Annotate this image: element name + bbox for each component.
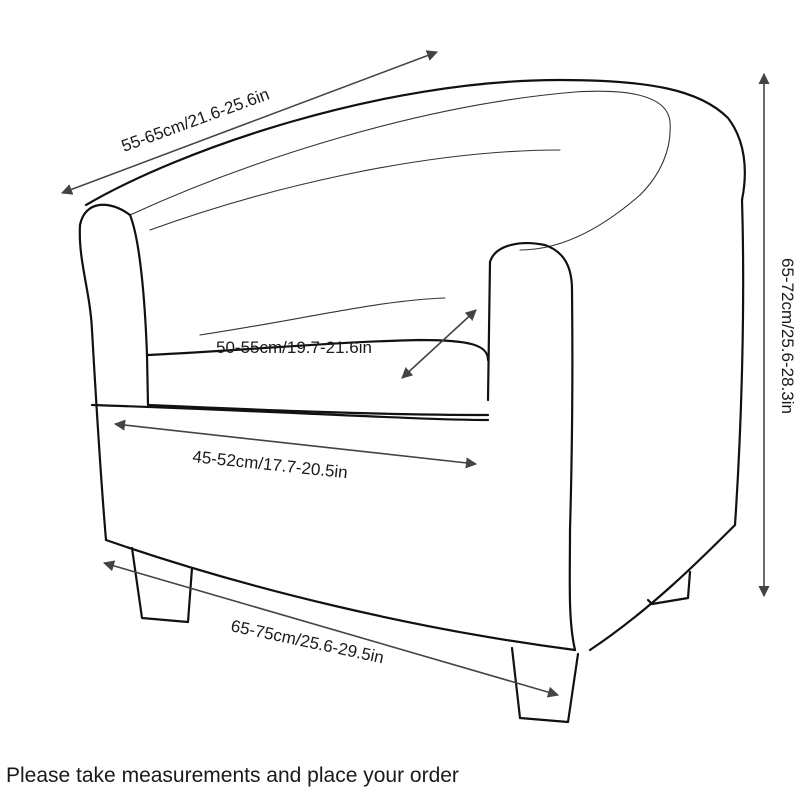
seat-cushion-back-line	[199, 297, 446, 336]
chair-left-arm	[78, 203, 132, 542]
arrow-back-width	[60, 50, 439, 195]
chair-left-arm-inner	[128, 213, 150, 407]
label-height: 65-72cm/25.6-28.3in	[778, 258, 797, 414]
chair-right-side	[588, 198, 745, 652]
chair-front-top	[90, 403, 490, 422]
seat-cushion-front	[146, 403, 490, 417]
armchair-drawing	[78, 78, 746, 724]
chair-front-bottom	[104, 538, 577, 652]
arrow-total-width	[102, 560, 560, 698]
arrow-seat-width	[113, 419, 478, 469]
chair-back-crease	[149, 149, 561, 231]
label-seat-width: 45-52cm/17.7-20.5in	[192, 447, 349, 482]
label-total-width: 65-75cm/25.6-29.5in	[229, 616, 385, 667]
chair-back-outline	[84, 78, 746, 207]
label-seat-depth: 50-55cm/19.7-21.6in	[216, 338, 372, 357]
caption-text: Please take measurements and place your …	[6, 764, 459, 787]
seat-cushion-top	[146, 338, 490, 362]
chair-inner-back	[519, 194, 641, 251]
arrow-seat-depth	[401, 309, 477, 379]
label-back-width: 55-65cm/21.6-25.6in	[119, 85, 272, 156]
leg-back-right	[646, 570, 692, 606]
chair-right-arm	[488, 242, 577, 652]
chair-right-arm-inner	[486, 260, 492, 402]
